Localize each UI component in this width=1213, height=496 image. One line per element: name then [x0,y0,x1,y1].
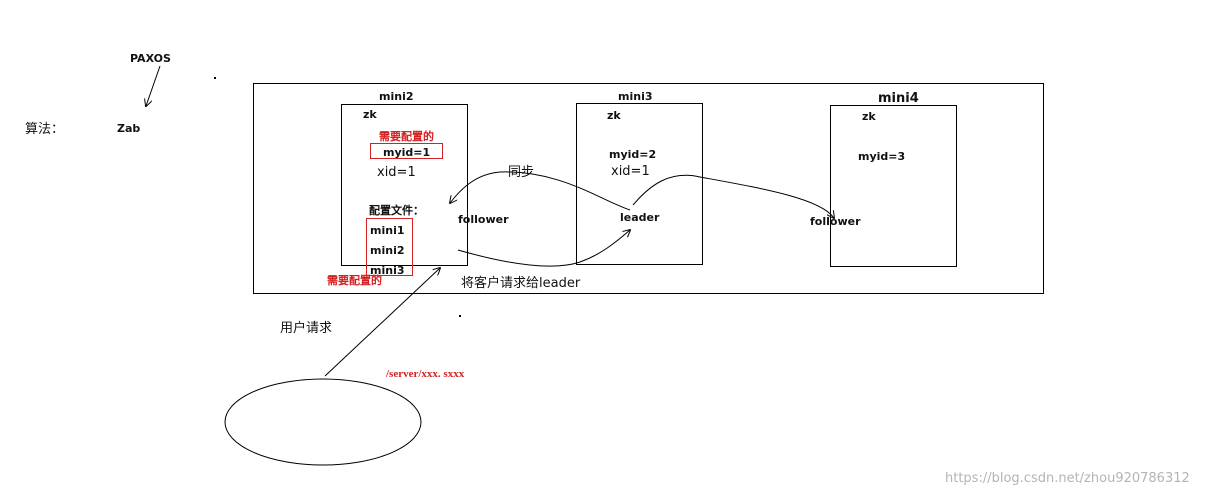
mini3-myid: myid=2 [609,148,657,161]
sync-label: 同步 [508,165,535,180]
mini2-config-entry-3: mini3 [370,264,405,277]
mini3-xid: xid=1 [611,164,650,179]
cluster-container [253,83,1044,294]
forward-request-curve [457,230,630,267]
mini2-need-config-top: 需要配置的 [379,130,434,143]
mini4-title: mini4 [878,91,919,106]
mini4-role: follower [810,215,861,228]
stray-dot-2 [459,315,461,317]
mini3-role: leader [620,211,660,224]
mini2-need-config-bottom: 需要配置的 [327,274,382,287]
algorithm-label: 算法： [25,122,65,137]
mini4-zk: zk [862,110,876,123]
client-ellipse [224,378,422,466]
mini2-config-highlight [366,218,413,276]
mini3-box [576,103,703,265]
mini2-myid-highlight [370,143,443,159]
forward-request-label: 将客户请求给leader [461,276,581,291]
mini2-xid: xid=1 [377,165,416,180]
mini3-zk: zk [607,109,621,122]
user-request-line [324,268,440,377]
mini2-title: mini2 [379,90,414,103]
mini2-config-entry-1: mini1 [370,224,405,237]
mini2-zk: zk [363,108,377,121]
mini2-box [341,104,468,266]
mini2-role: follower [458,213,509,226]
stray-dot [214,77,216,79]
mini2-config-entry-2: mini2 [370,244,405,257]
mini3-title: mini3 [618,90,653,103]
paxos-to-zab-arrow [146,65,161,106]
server-path-label: /server/xxx. sxxx [386,368,465,380]
sync-curve-to-mini4 [632,174,834,218]
mini2-config-file-label: 配置文件： [369,204,424,217]
user-request-label: 用户请求 [280,321,333,336]
sync-curve-to-mini2 [450,171,631,211]
watermark: https://blog.csdn.net/zhou920786312 [945,471,1190,486]
mini2-myid: myid=1 [383,146,431,159]
mini4-myid: myid=3 [858,150,906,163]
mini4-box [830,105,957,267]
zab-label: Zab [117,122,141,135]
paxos-label: PAXOS [130,52,171,65]
